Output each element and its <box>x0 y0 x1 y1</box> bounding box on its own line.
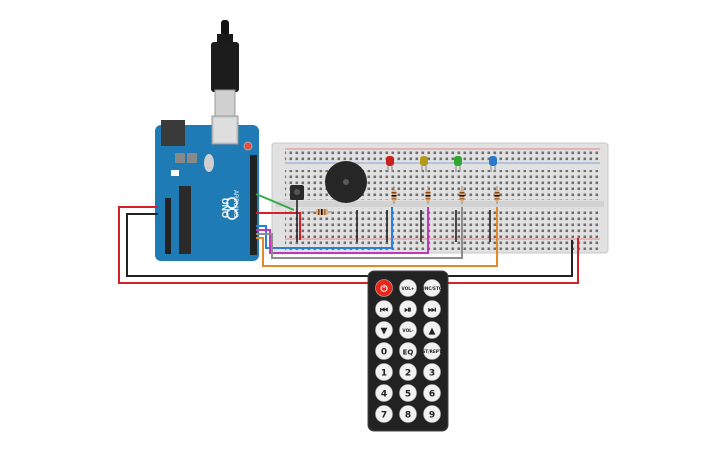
green-led <box>454 156 462 172</box>
eq-label: EQ <box>403 349 414 357</box>
power-label: ⏻ <box>380 284 388 295</box>
wire-orange <box>256 207 498 267</box>
two-label: 2 <box>405 369 411 379</box>
vol-plus-button[interactable]: VOL+ <box>399 279 417 297</box>
st-rept-button[interactable]: ST/REPT <box>422 342 442 360</box>
resistor-1 <box>310 209 333 215</box>
red-led <box>386 156 394 172</box>
wire-blue <box>256 207 393 249</box>
eq-button[interactable]: EQ <box>399 342 417 360</box>
five-button[interactable]: 5 <box>399 384 417 402</box>
eight-label: 8 <box>405 411 411 421</box>
ir-remote: ⏻ VOL+ FUNC/STOP ⏮ ⏯ ⏭ ▼ VOL- ▲ 0 EQ ST/REPT 1 2 3 4 5 6 7… <box>367 270 449 432</box>
led-resistor <box>494 186 500 204</box>
next-button[interactable]: ⏭ <box>423 300 441 318</box>
vol-plus-label: VOL+ <box>402 286 415 291</box>
wire-black <box>126 213 573 277</box>
blue-led <box>489 156 497 172</box>
down-button[interactable]: ▼ <box>375 321 393 339</box>
ir-receiver <box>290 185 304 200</box>
prev-button[interactable]: ⏮ <box>375 300 393 318</box>
arduino-infinity-logo <box>226 197 238 220</box>
led-resistor <box>459 186 465 204</box>
four-label: 4 <box>381 390 387 400</box>
led-resistor <box>391 186 397 204</box>
three-button[interactable]: 3 <box>423 363 441 381</box>
vol-minus-button[interactable]: VOL- <box>399 321 417 339</box>
prev-label: ⏮ <box>380 306 388 316</box>
wire-magenta <box>256 207 429 254</box>
six-button[interactable]: 6 <box>423 384 441 402</box>
seven-label: 7 <box>381 411 387 421</box>
one-button[interactable]: 1 <box>375 363 393 381</box>
arduino-model-label: UNO <box>220 198 230 218</box>
three-label: 3 <box>429 369 435 379</box>
wire-gray <box>256 207 463 259</box>
two-button[interactable]: 2 <box>399 363 417 381</box>
vol-minus-label: VOL- <box>402 328 413 333</box>
down-label: ▼ <box>381 327 388 337</box>
next-label: ⏭ <box>428 306 437 316</box>
five-label: 5 <box>405 390 411 400</box>
zero-button[interactable]: 0 <box>375 342 393 360</box>
yellow-led <box>420 156 428 172</box>
play-pause-label: ⏯ <box>404 306 411 316</box>
func-stop-label: FUNC/STOP <box>419 286 446 291</box>
one-label: 1 <box>381 369 387 379</box>
ground-jumpers <box>296 200 491 242</box>
arduino-brand-label: ARDUINO <box>232 190 238 218</box>
wire-red <box>118 206 579 284</box>
usb-cable <box>211 20 239 117</box>
wire-green <box>255 193 295 211</box>
power-button[interactable]: ⏻ <box>375 279 393 297</box>
piezo-buzzer <box>325 161 367 203</box>
breadboard <box>271 142 609 254</box>
up-label: ▲ <box>429 327 436 337</box>
nine-button[interactable]: 9 <box>423 405 441 423</box>
nine-label: 9 <box>429 411 435 421</box>
four-button[interactable]: 4 <box>375 384 393 402</box>
seven-button[interactable]: 7 <box>375 405 393 423</box>
led-resistor <box>425 186 431 204</box>
st-rept-label: ST/REPT <box>422 349 442 354</box>
six-label: 6 <box>429 390 435 400</box>
play-pause-button[interactable]: ⏯ <box>399 300 417 318</box>
zero-label: 0 <box>381 348 387 358</box>
func-stop-button[interactable]: FUNC/STOP <box>419 279 446 297</box>
arduino-uno-board: ARDUINO UNO <box>155 115 259 261</box>
up-button[interactable]: ▲ <box>423 321 441 339</box>
eight-button[interactable]: 8 <box>399 405 417 423</box>
